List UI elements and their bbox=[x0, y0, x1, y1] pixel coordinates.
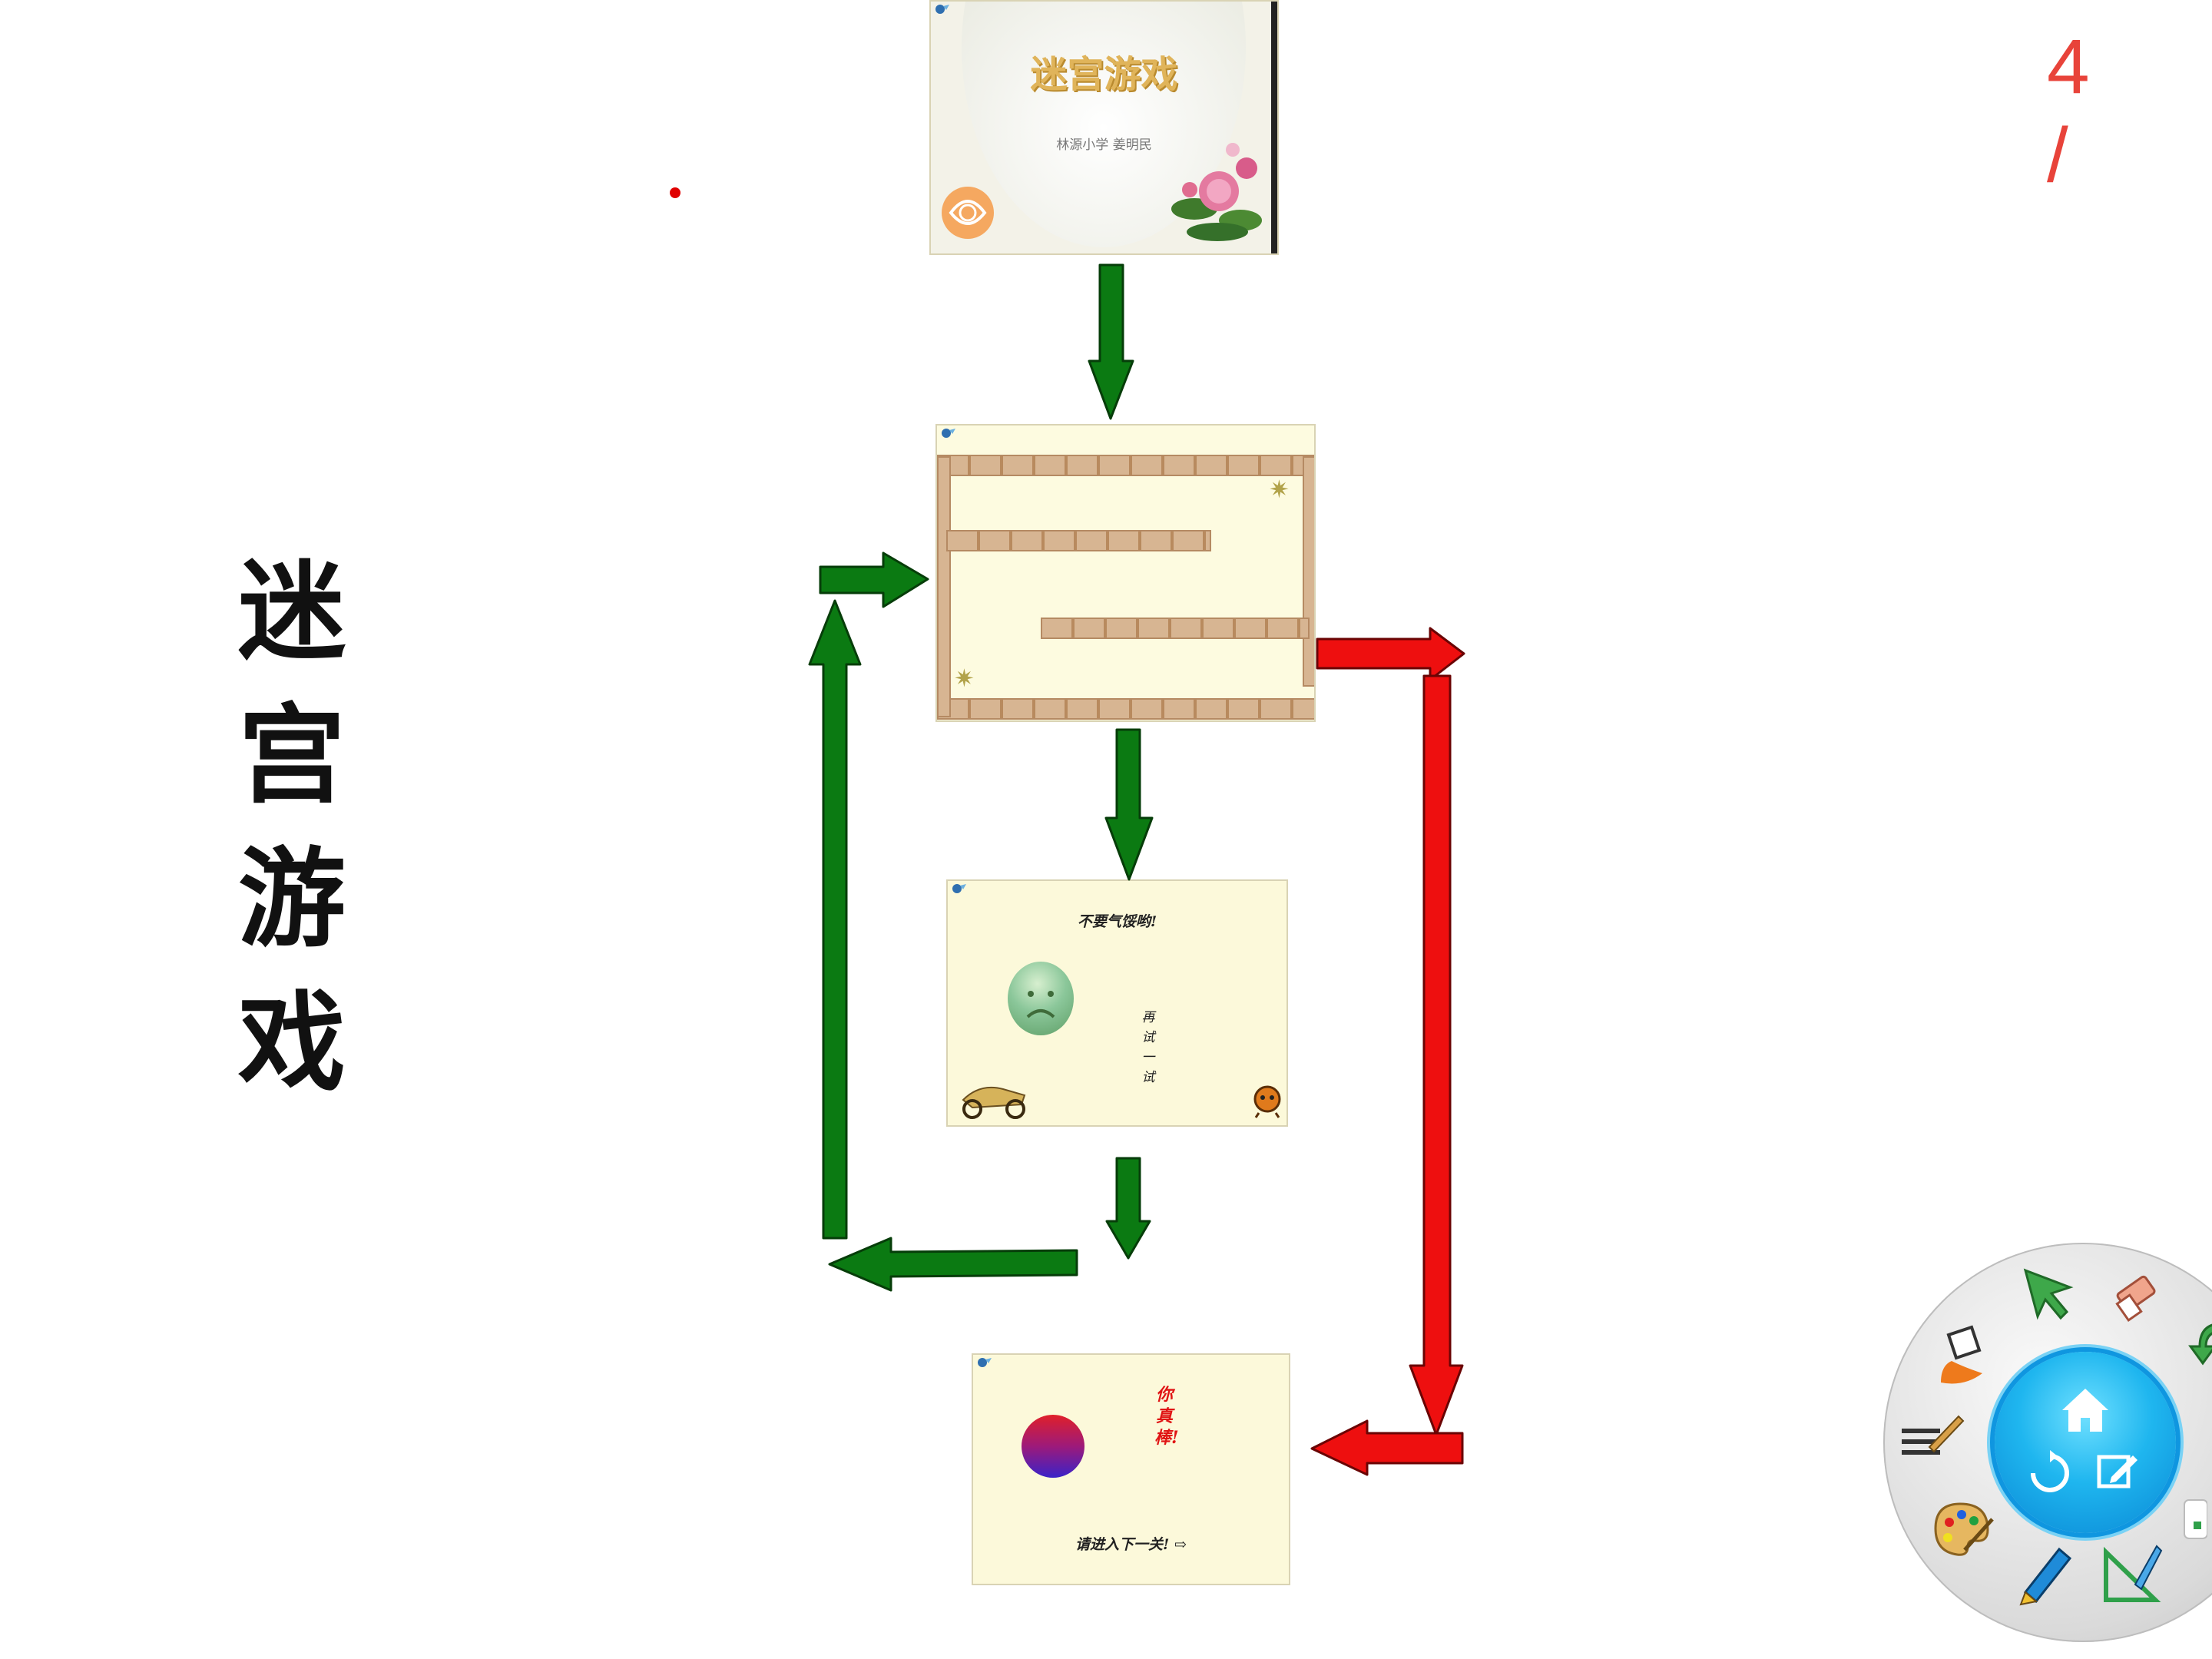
laser-pointer-dot bbox=[670, 187, 680, 198]
home-icon[interactable] bbox=[2055, 1382, 2116, 1436]
arrow-maze-exit-right bbox=[1316, 627, 1465, 681]
maze-wall-left bbox=[937, 456, 951, 717]
arrow-cover-to-maze bbox=[1088, 263, 1134, 420]
arrow-maze-to-fail bbox=[1104, 728, 1154, 881]
maze-wall-right bbox=[1303, 456, 1314, 687]
arrow-right-down bbox=[1409, 674, 1464, 1436]
peony-flower-icon bbox=[1171, 143, 1262, 241]
pen-icon[interactable] bbox=[2010, 1538, 2079, 1608]
logo-icon bbox=[942, 429, 955, 438]
side-title-char: 迷 bbox=[237, 550, 346, 675]
maze-wall-top bbox=[937, 455, 1314, 476]
slide-thumbnail-success[interactable]: 你真棒! 请进入下一关! ⇨ bbox=[972, 1353, 1290, 1585]
arrow-fail-back-left bbox=[828, 1237, 1078, 1292]
side-title-char: 宫 bbox=[237, 694, 346, 819]
side-title-char: 戏 bbox=[237, 981, 346, 1106]
cover-title: 迷宫游戏 bbox=[1030, 53, 1178, 96]
maze-wall-inner-upper bbox=[946, 530, 1211, 551]
cover-subtitle: 林源小学 姜明民 bbox=[1056, 137, 1152, 153]
arrow-back-up bbox=[808, 599, 862, 1240]
slide-thumbnail-maze[interactable]: ✷ ✷ bbox=[935, 424, 1316, 722]
logo-icon bbox=[978, 1358, 992, 1367]
eraser-icon[interactable] bbox=[2106, 1266, 2164, 1324]
arrow-fail-down bbox=[1105, 1157, 1151, 1260]
retry-text: 再试一试 bbox=[1141, 1010, 1155, 1085]
toolbar-center-button[interactable] bbox=[1995, 1352, 2176, 1533]
start-star-icon: ✷ bbox=[954, 664, 975, 693]
expand-handle-icon[interactable] bbox=[2177, 1492, 2207, 1546]
beetle-icon bbox=[1253, 1085, 1281, 1118]
bucket-icon[interactable] bbox=[1933, 1320, 1995, 1389]
slide-border bbox=[1271, 2, 1277, 253]
slide-thumbnail-fail[interactable]: 不要气馁哟! 再试一试 bbox=[946, 879, 1288, 1127]
goal-star-icon: ✷ bbox=[1269, 475, 1290, 504]
sad-face-icon bbox=[1008, 962, 1074, 1035]
fail-title: 不要气馁哟! bbox=[1077, 913, 1157, 930]
text-brush-icon[interactable] bbox=[1899, 1412, 1965, 1462]
undo-icon[interactable] bbox=[2184, 1316, 2212, 1369]
rose-ornament-icon bbox=[942, 187, 994, 239]
praise-text: 你真棒! bbox=[1154, 1385, 1179, 1448]
floating-tool-wheel[interactable] bbox=[1883, 1243, 2212, 1642]
edit-icon[interactable] bbox=[2093, 1448, 2139, 1494]
next-level-text: 请进入下一关! ⇨ bbox=[1075, 1536, 1187, 1553]
maze-wall-inner-lower bbox=[1041, 618, 1310, 639]
triangle-ruler-icon[interactable] bbox=[2097, 1538, 2164, 1606]
arrow-into-success bbox=[1310, 1419, 1464, 1476]
motorcycle-icon bbox=[962, 1086, 1026, 1119]
slide-thumbnail-cover[interactable]: 迷宫游戏 林源小学 姜明民 bbox=[929, 0, 1279, 255]
gradient-ball-icon bbox=[1022, 1415, 1084, 1478]
refresh-icon[interactable] bbox=[2027, 1450, 2073, 1496]
palette-icon[interactable] bbox=[1929, 1496, 1995, 1562]
arrow-into-maze bbox=[819, 551, 929, 608]
select-arrow-icon[interactable] bbox=[2018, 1264, 2079, 1326]
side-title: 迷 宫 游 戏 bbox=[223, 553, 361, 1103]
side-title-char: 游 bbox=[237, 837, 346, 962]
logo-icon bbox=[952, 884, 966, 893]
maze-wall-bottom bbox=[937, 698, 1314, 720]
logo-icon bbox=[935, 5, 949, 14]
page-indicator: 4 / bbox=[2047, 24, 2121, 198]
